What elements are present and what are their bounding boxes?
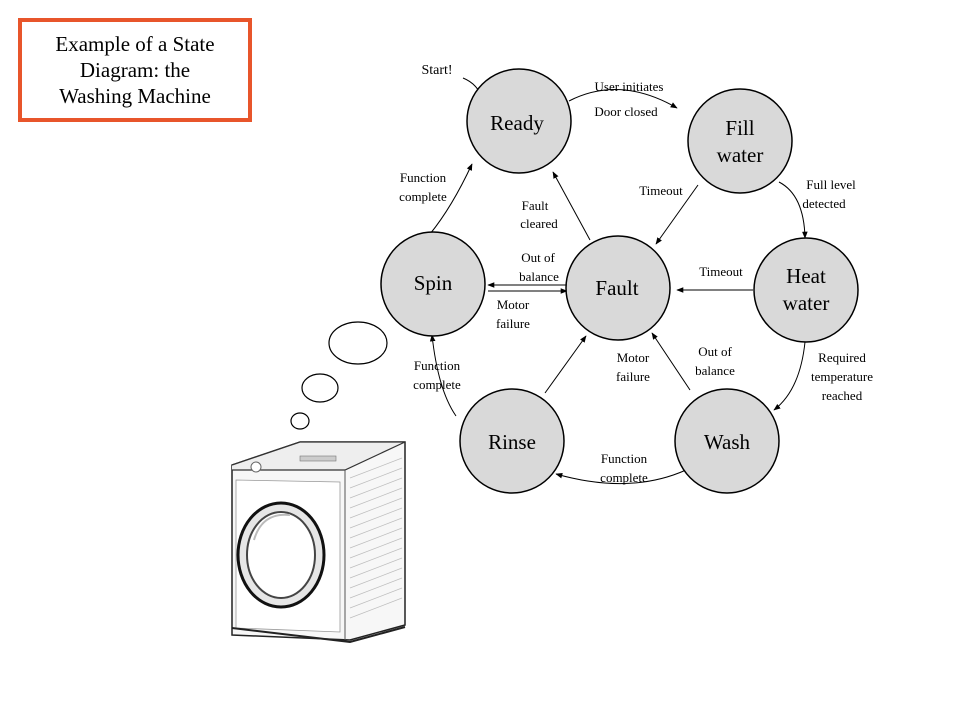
- edge-label-spin-fault-motor-1: Motor: [497, 297, 530, 312]
- edge-label-spin-ready-2: complete: [399, 189, 447, 204]
- state-rinse-label: Rinse: [488, 430, 536, 454]
- edge-label-wash-fault-motor-1: Motor: [617, 350, 650, 365]
- state-fault: [565, 235, 671, 341]
- edge-wash-fault: [651, 332, 691, 391]
- state-heat-label-2: water: [783, 291, 830, 315]
- title-line-3: Washing Machine: [59, 84, 211, 108]
- state-spin-label: Spin: [414, 271, 453, 295]
- edge-rinse-spin: [429, 334, 457, 417]
- state-heat-label-1: Heat: [786, 264, 826, 288]
- edge-label-rinse-spin-2: complete: [413, 377, 461, 392]
- state-fill-label-1: Fill: [725, 116, 754, 140]
- edge-heat-wash: [773, 341, 806, 411]
- edge-ready-fill: [568, 89, 678, 109]
- edge-wash-rinse: [555, 469, 687, 485]
- edge-label-heat-wash-3: reached: [822, 388, 863, 403]
- state-heat-water: [753, 237, 859, 343]
- edge-label-rinse-spin-1: Function: [414, 358, 461, 373]
- edge-label-wash-rinse-2: complete: [600, 470, 648, 485]
- edge-label-heat-fault: Timeout: [699, 264, 743, 279]
- state-wash: [674, 388, 780, 494]
- thought-bubble-large: [328, 321, 388, 365]
- edge-label-spin-fault-motor-2: failure: [496, 316, 530, 331]
- edge-label-spin-fault-balance-2: balance: [519, 269, 559, 284]
- diagram-title: Example of a State Diagram: the Washing …: [18, 18, 252, 122]
- title-line-1: Example of a State: [55, 32, 215, 56]
- state-ready-label: Ready: [490, 111, 544, 135]
- edge-fill-heat: [778, 181, 808, 239]
- edge-label-fill-heat-1: Full level: [806, 177, 856, 192]
- edge-label-fill-fault: Timeout: [639, 183, 683, 198]
- state-fault-label: Fault: [595, 276, 638, 300]
- edge-fault-ready: [552, 171, 591, 241]
- title-line-2: Diagram: the: [79, 58, 191, 82]
- thought-bubble-small: [290, 412, 310, 430]
- thought-bubble-medium: [301, 373, 339, 403]
- edge-label-fault-ready-1: Fault: [522, 198, 549, 213]
- edge-label-ready-fill-1: User initiates: [595, 79, 664, 94]
- state-fill-water: [687, 88, 793, 194]
- edge-label-wash-fault-balance-1: Out of: [698, 344, 732, 359]
- edge-label-heat-wash-2: temperature: [811, 369, 873, 384]
- edge-rinse-fault: [544, 335, 587, 394]
- state-rinse: [459, 388, 565, 494]
- edge-label-ready-fill-2: Door closed: [594, 104, 658, 119]
- state-spin: [380, 231, 486, 337]
- edge-label-fill-heat-2: detected: [802, 196, 846, 211]
- edge-label-start: Start!: [421, 63, 452, 78]
- edge-fill-fault: [655, 184, 699, 245]
- edge-label-spin-fault-balance-1: Out of: [521, 250, 555, 265]
- edge-label-wash-rinse-1: Function: [601, 451, 648, 466]
- washing-machine-illustration: [231, 441, 406, 644]
- state-fill-label-2: water: [717, 143, 764, 167]
- edge-label-wash-fault-balance-2: balance: [695, 363, 735, 378]
- state-wash-label: Wash: [704, 430, 751, 454]
- edge-label-spin-ready-1: Function: [400, 170, 447, 185]
- state-ready: [466, 68, 572, 174]
- edge-spin-ready: [429, 163, 473, 235]
- edge-label-fault-ready-2: cleared: [520, 216, 558, 231]
- edge-label-wash-fault-motor-2: failure: [616, 369, 650, 384]
- edge-label-heat-wash-1: Required: [818, 350, 866, 365]
